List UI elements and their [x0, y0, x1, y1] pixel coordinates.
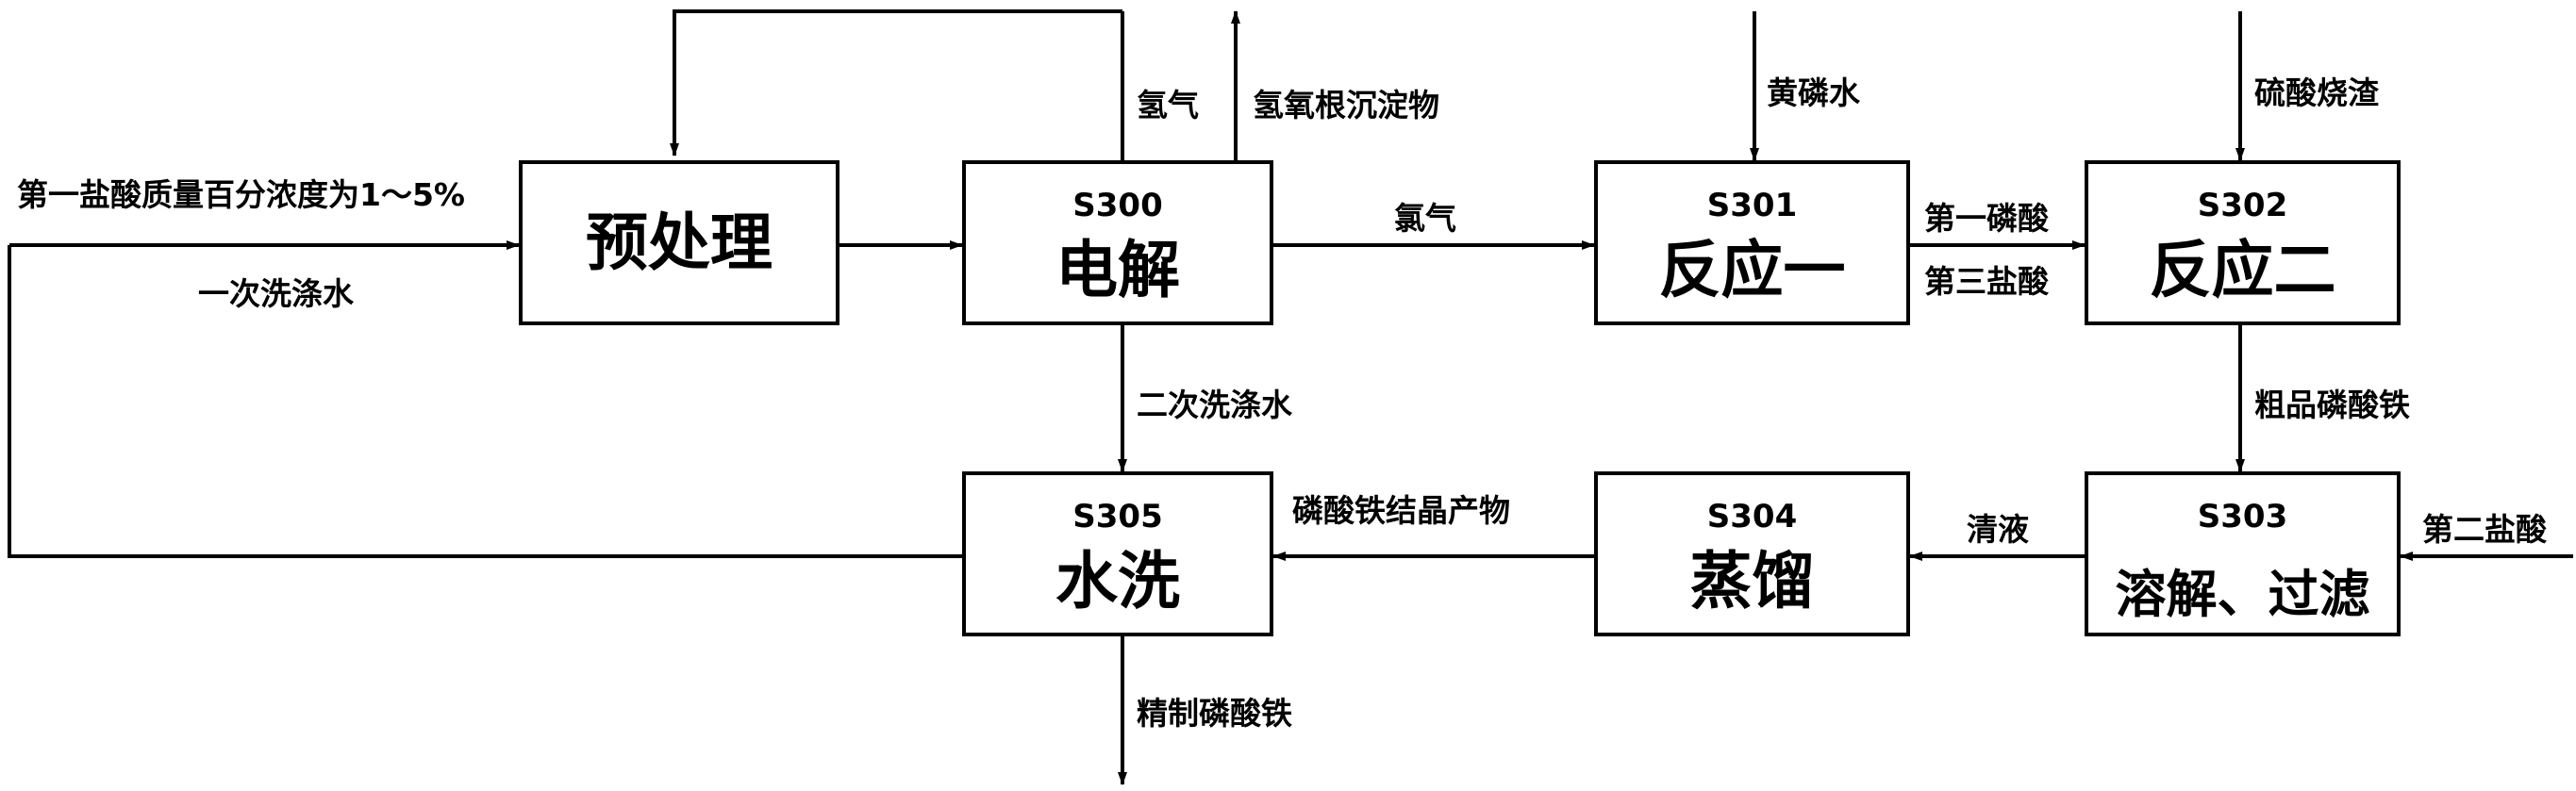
box-s304-code: S304 [1706, 498, 1798, 536]
box-pretreatment-title: 预处理 [586, 206, 773, 279]
box-s305-code: S305 [1072, 498, 1163, 536]
label-first-hcl: 第一盐酸质量百分浓度为1～5% [17, 176, 465, 213]
arrow-top-loop [670, 9, 1122, 157]
box-s302-code: S302 [2197, 187, 2288, 224]
box-s300-code: S300 [1072, 187, 1163, 224]
label-crystal-product: 磷酸铁结晶产物 [1292, 492, 1510, 529]
box-s305-title: 水洗 [1055, 545, 1180, 618]
box-s304-distillation: S304 蒸馏 [1594, 471, 1910, 636]
label-yellow-p-water: 黄磷水 [1767, 74, 1860, 111]
box-s300-electrolysis: S300 电解 [962, 160, 1273, 325]
label-hydroxide-precipitate: 氢氧根沉淀物 [1253, 87, 1439, 124]
box-s301-code: S301 [1706, 187, 1798, 224]
label-crude-product: 粗品磷酸铁 [2254, 387, 2410, 423]
box-s304-title: 蒸馏 [1689, 545, 1815, 618]
label-refined-product: 精制磷酸铁 [1137, 695, 1292, 732]
box-pretreatment: 预处理 [519, 160, 839, 325]
label-first-wash-water: 一次洗涤水 [198, 275, 354, 312]
box-s301-title: 反应一 [1658, 234, 1846, 306]
label-third-hcl: 第三盐酸 [1924, 263, 2049, 300]
label-first-phosphoric-acid: 第一磷酸 [1924, 200, 2049, 237]
box-s303-title: 溶解、过滤 [2115, 565, 2370, 624]
arrow-recycle-loop [8, 245, 962, 558]
box-s303-dissolve-filter: S303 溶解、过滤 [2085, 471, 2401, 636]
box-s302-title: 反应二 [2149, 234, 2336, 306]
label-hydrogen: 氢气 [1137, 87, 1199, 124]
label-second-hcl: 第二盐酸 [2422, 511, 2547, 548]
label-second-wash-water: 二次洗涤水 [1137, 387, 1292, 423]
label-sulfate-slag: 硫酸烧渣 [2254, 74, 2379, 111]
label-chlorine: 氯气 [1394, 200, 1456, 237]
box-s300-title: 电解 [1055, 234, 1180, 306]
box-s305-water-wash: S305 水洗 [962, 471, 1273, 636]
box-s303-code: S303 [2197, 498, 2288, 536]
box-s302-reaction-two: S302 反应二 [2085, 160, 2401, 325]
label-clear-liquid: 清液 [1967, 511, 2029, 548]
box-s301-reaction-one: S301 反应一 [1594, 160, 1910, 325]
